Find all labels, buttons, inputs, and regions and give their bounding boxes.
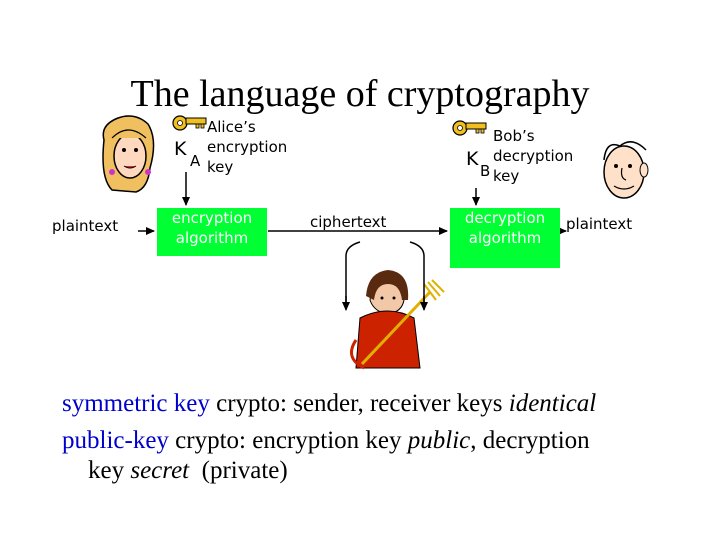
public-key-line: public-key crypto: encryption key public… bbox=[62, 427, 590, 454]
bob-key-subscript: B bbox=[480, 162, 491, 180]
decryption-algorithm-box: decryption algorithm bbox=[450, 208, 560, 268]
bob-face-icon bbox=[603, 141, 649, 199]
devil-icon bbox=[350, 270, 445, 370]
slide-title: The language of cryptography bbox=[130, 73, 590, 115]
alice-key-symbol: K bbox=[174, 138, 187, 160]
alice-key-subscript: A bbox=[190, 152, 201, 170]
secret-key-line: key secret (private) bbox=[88, 457, 288, 484]
alice-key-label: Alice’s encryption key bbox=[207, 118, 288, 176]
bob-key-label: Bob’s decryption key bbox=[493, 127, 574, 185]
ciphertext-label: ciphertext bbox=[310, 213, 387, 231]
symmetric-key-line: symmetric key crypto: sender, receiver k… bbox=[62, 390, 597, 417]
plaintext-output-label: plaintext bbox=[566, 215, 633, 233]
key-icon bbox=[452, 120, 487, 136]
plaintext-input-label: plaintext bbox=[52, 217, 119, 235]
encryption-algorithm-box: encryption algorithm bbox=[157, 208, 267, 256]
bob-key-symbol: K bbox=[466, 148, 479, 170]
key-icon bbox=[172, 115, 207, 131]
alice-face-icon bbox=[102, 115, 155, 193]
